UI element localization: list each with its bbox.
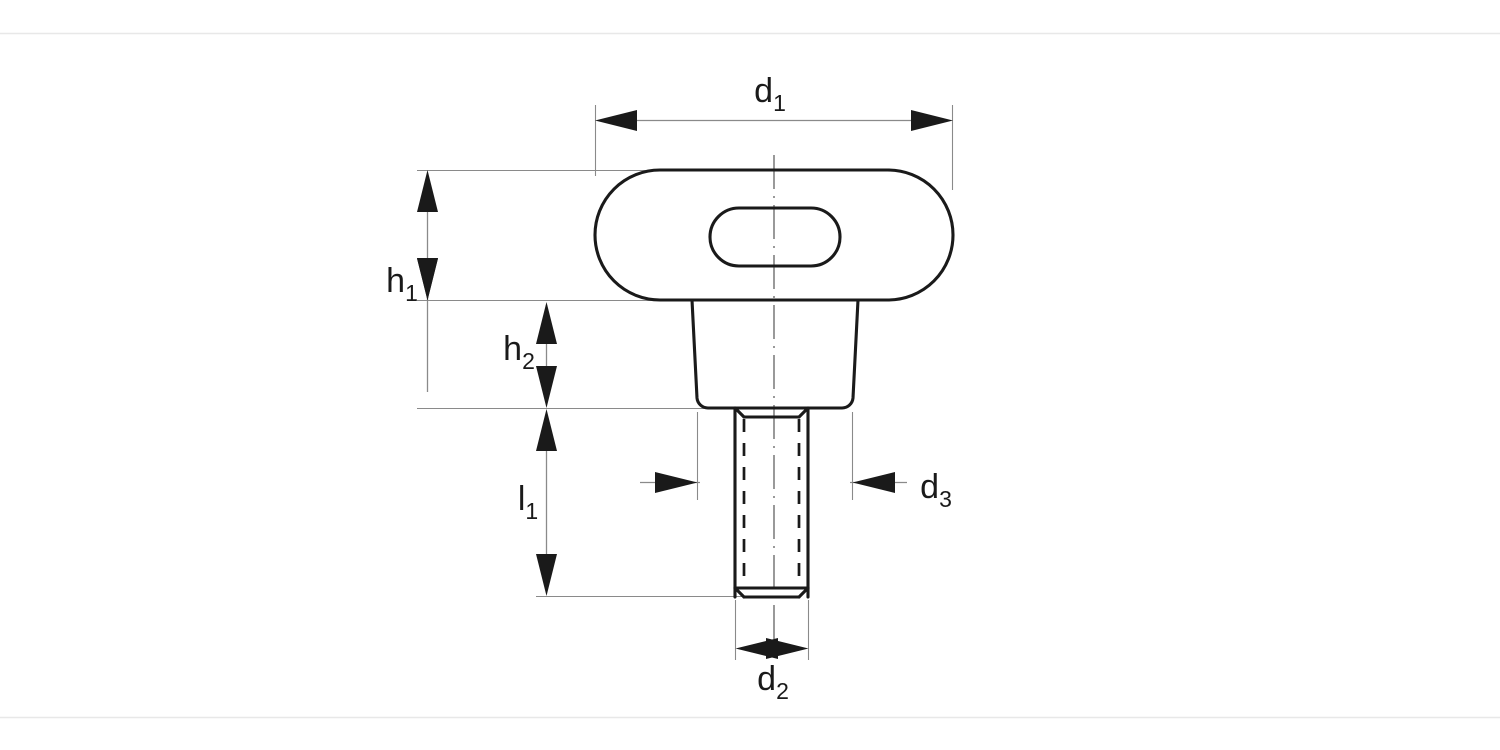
thread-root-lines <box>742 419 801 586</box>
dimension-d1 <box>595 110 953 131</box>
dimension-labels: d1 h1 h2 l1 d2 d3 <box>386 72 952 704</box>
page-frame <box>0 32 1500 719</box>
knob-head-recess <box>708 206 842 268</box>
knob-collar-outline <box>690 298 860 410</box>
label-l1: l1 <box>518 480 538 524</box>
dimension-h1 <box>417 170 438 392</box>
dimension-h2 <box>536 302 557 408</box>
knob-part-outline <box>593 168 955 599</box>
dimension-l1 <box>536 409 557 596</box>
label-d2: d2 <box>757 660 789 704</box>
extension-lines <box>417 105 954 660</box>
label-d1: d1 <box>754 72 786 116</box>
label-d3: d3 <box>920 468 952 512</box>
dimension-d2 <box>735 638 809 659</box>
dimension-d3 <box>640 472 907 493</box>
label-h1: h1 <box>386 262 418 306</box>
label-h2: h2 <box>503 330 535 374</box>
knob-head-outline <box>593 168 955 302</box>
threaded-stud <box>733 406 810 599</box>
